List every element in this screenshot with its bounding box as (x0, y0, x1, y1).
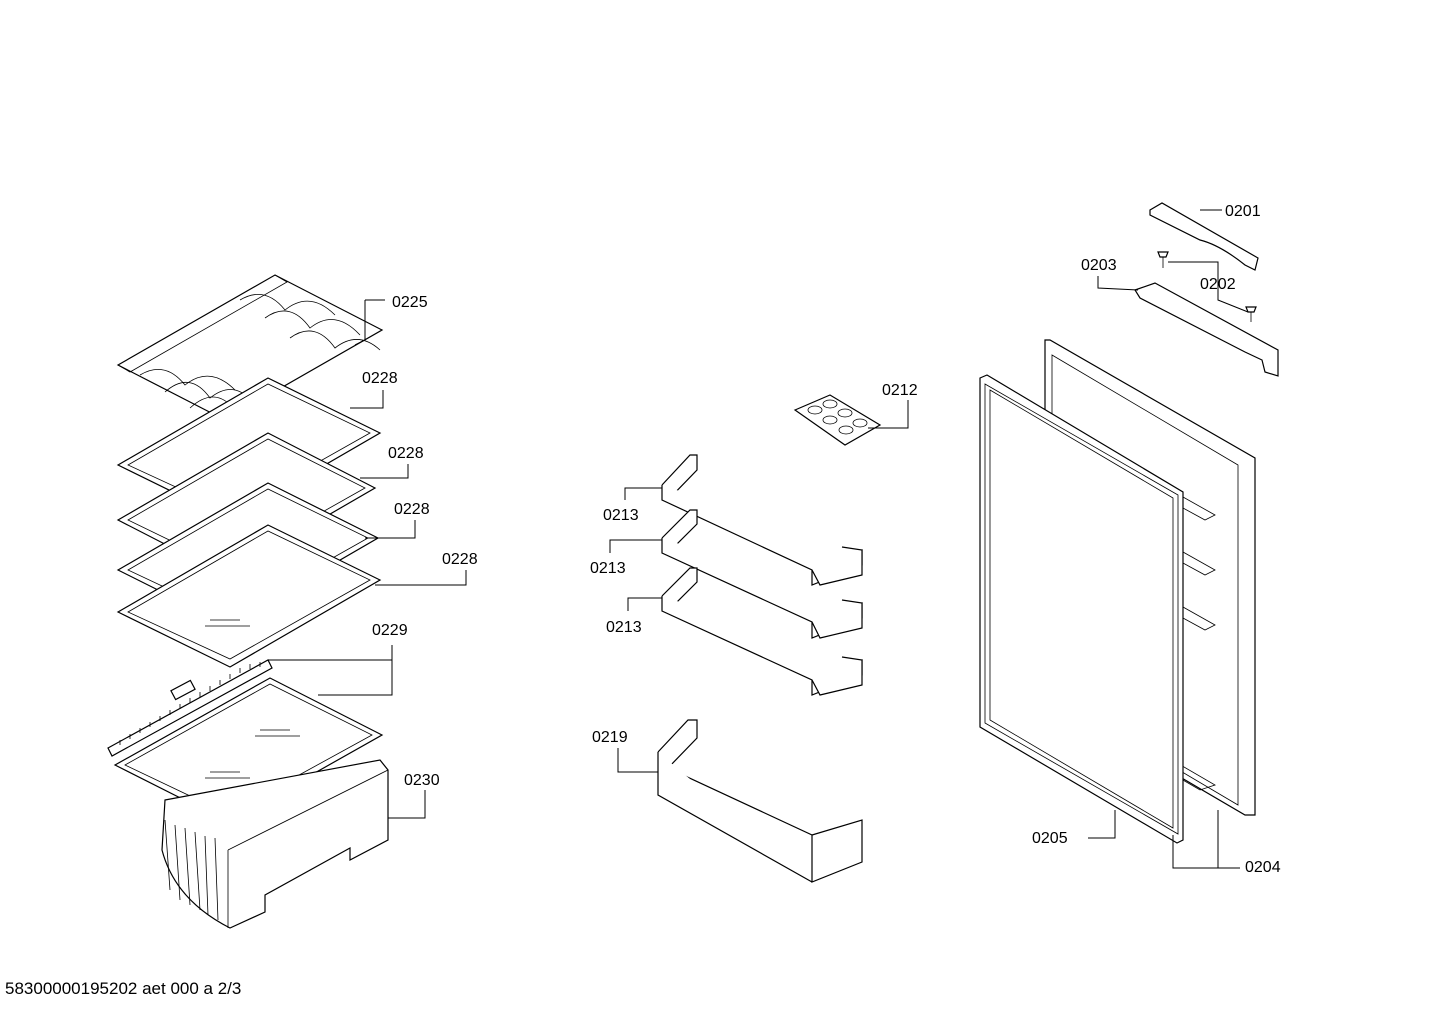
callout-0225: 0225 (392, 294, 428, 311)
callout-0213-bottom: 0213 (606, 619, 642, 636)
door-rack-bottom (661, 567, 863, 696)
callout-0213-middle: 0213 (590, 560, 626, 577)
callout-labels: 0201 0202 0203 0204 0205 0212 0213 0213 … (362, 203, 1281, 876)
leader-lines (268, 209, 1249, 869)
crisper-drawer-part (161, 759, 389, 929)
callout-0230: 0230 (404, 772, 440, 789)
shelf-rail-part (107, 659, 273, 757)
callout-0202: 0202 (1200, 276, 1236, 293)
callout-0201: 0201 (1225, 203, 1261, 220)
callout-0229: 0229 (372, 622, 408, 639)
egg-tray-part (793, 394, 882, 446)
callout-0228-4: 0228 (442, 551, 478, 568)
callout-0213-top: 0213 (603, 507, 639, 524)
callout-0204: 0204 (1245, 859, 1281, 876)
hinge-bracket-part (1134, 282, 1279, 377)
callout-0228-1: 0228 (362, 370, 398, 387)
door-rack-top (661, 454, 863, 586)
screw-part (1157, 251, 1257, 322)
callout-0228-2: 0228 (388, 445, 424, 462)
callout-0205: 0205 (1032, 830, 1068, 847)
glass-shelf-4 (116, 524, 382, 668)
door-gasket-part (979, 374, 1184, 844)
callout-0219: 0219 (592, 729, 628, 746)
door-rack-middle (661, 509, 863, 639)
callout-0228-3: 0228 (394, 501, 430, 518)
drawing-reference-footer: 58300000195202 aet 000 a 2/3 (5, 979, 242, 998)
bottle-rack-part (657, 719, 863, 883)
cover-strip-part (1149, 202, 1259, 271)
callout-0203: 0203 (1081, 257, 1117, 274)
callout-0212: 0212 (882, 382, 918, 399)
